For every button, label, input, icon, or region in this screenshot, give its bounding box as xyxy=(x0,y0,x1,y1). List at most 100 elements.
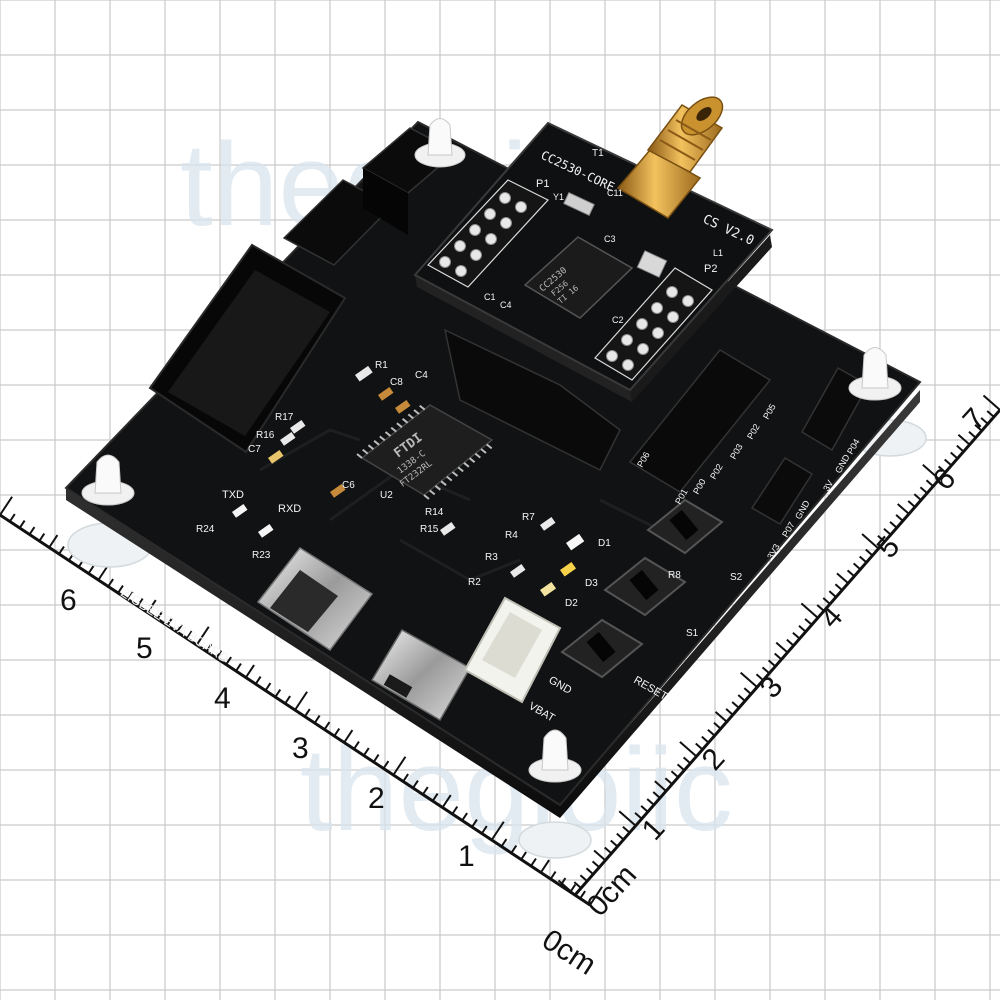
ruler-tick xyxy=(284,695,291,705)
ruler-tick xyxy=(877,534,886,543)
ic-leg xyxy=(356,453,363,459)
ruler-left-6: 6 xyxy=(60,584,77,617)
ruler-tick xyxy=(136,597,144,607)
ic-leg xyxy=(463,462,470,468)
ruler-tick xyxy=(731,701,740,709)
ruler-tick xyxy=(846,569,855,578)
core-header-p1 xyxy=(427,179,549,288)
ruler-tick xyxy=(676,763,685,772)
ruler-tick xyxy=(392,756,407,776)
ruler-tick xyxy=(616,832,625,841)
label-d2: D2 xyxy=(565,598,578,609)
button-s2[interactable] xyxy=(646,498,724,555)
ruler-tick xyxy=(761,666,770,675)
ruler-tick xyxy=(889,521,898,529)
ic-leg xyxy=(480,448,487,454)
ruler-tick xyxy=(557,879,576,896)
header-pin xyxy=(636,318,648,330)
ruler-tick xyxy=(679,741,698,758)
label-txd: TXD xyxy=(222,489,244,501)
label-r15: R15 xyxy=(420,524,439,535)
ftdi-chip: FTDI 1338-C FT232RL xyxy=(356,404,494,500)
standoff-right xyxy=(848,347,902,401)
tactile-buttons xyxy=(560,498,724,679)
ruler-tick xyxy=(852,562,862,571)
ruler-tick xyxy=(520,851,527,861)
nylon-standoffs xyxy=(81,118,902,783)
core-label-p2: P2 xyxy=(704,263,717,275)
header-pin xyxy=(622,359,634,371)
ic-leg xyxy=(446,475,453,482)
ic-leg xyxy=(440,480,447,486)
label-r23: R23 xyxy=(252,550,271,561)
ruler-tick xyxy=(471,818,478,828)
ruler-tick xyxy=(646,798,655,806)
header-pin xyxy=(682,295,694,307)
sma-antenna-connector xyxy=(616,96,724,219)
ruler-tick xyxy=(461,812,468,822)
header-pin xyxy=(455,265,467,277)
ruler-tick xyxy=(441,794,452,809)
ruler-tick xyxy=(725,708,734,716)
ruler-right-6: 6 xyxy=(927,462,963,496)
ruler-tick xyxy=(362,747,370,757)
ruler-tick xyxy=(510,844,518,854)
ruler-tick xyxy=(313,714,321,724)
ruler-tick xyxy=(579,874,588,882)
ruler-tick xyxy=(800,602,819,619)
ruler-tick xyxy=(539,859,550,874)
smd-components xyxy=(232,365,585,597)
ruler-tick xyxy=(828,590,837,598)
label-s1: S1 xyxy=(686,628,699,639)
label-u2: U2 xyxy=(380,490,393,501)
ruler-tick xyxy=(323,721,331,731)
button-reset[interactable] xyxy=(560,618,644,679)
ruler-tick xyxy=(117,584,124,594)
ruler-tick xyxy=(640,805,649,813)
ruler-tick xyxy=(185,630,193,640)
ruler-tick xyxy=(18,519,26,529)
ic-leg xyxy=(401,418,409,424)
ruler-tick xyxy=(865,548,874,557)
ic-leg xyxy=(396,422,403,428)
ruler-tick xyxy=(353,740,360,750)
ruler-tick xyxy=(48,534,59,549)
crystal-32mhz xyxy=(636,250,668,278)
ruler-tick xyxy=(816,604,825,612)
ic-leg xyxy=(407,413,414,420)
ruler-tick xyxy=(412,779,419,789)
mini-usb-port[interactable] xyxy=(256,546,374,652)
ic-leg xyxy=(423,494,430,500)
label-r24: R24 xyxy=(196,524,215,535)
ruler-tick xyxy=(244,664,255,679)
ruler-tick xyxy=(264,682,272,692)
ruler-tick xyxy=(382,760,390,770)
label-s2: S2 xyxy=(730,572,743,583)
ruler-tick xyxy=(775,641,789,654)
standoff-feet xyxy=(67,419,927,859)
ruler-right-origin: 0cm xyxy=(581,858,643,922)
ruler-tick xyxy=(176,623,183,633)
ruler-tick xyxy=(38,532,46,542)
ruler-tick xyxy=(585,867,594,875)
ruler-tick xyxy=(274,688,282,698)
ruler-tick xyxy=(402,773,409,783)
ruler-tick xyxy=(634,812,643,820)
ruler-tick xyxy=(883,528,892,536)
ruler-left-1: 1 xyxy=(458,840,475,873)
button-s1[interactable] xyxy=(603,556,687,617)
label-r1: R1 xyxy=(375,360,388,371)
ruler-tick xyxy=(205,643,213,653)
label-d1: D1 xyxy=(598,538,611,549)
core-label-c3: C3 xyxy=(604,234,616,244)
ruler-tick xyxy=(670,770,679,778)
ruler-tick xyxy=(480,825,488,835)
header-pin xyxy=(439,256,451,268)
ruler-left-origin: 0cm xyxy=(536,923,602,982)
ruler-right-3: 3 xyxy=(754,670,790,704)
ruler-tick xyxy=(343,729,354,744)
ruler-tick xyxy=(922,464,940,481)
label-r16: R16 xyxy=(256,430,275,441)
header-pin xyxy=(606,350,618,362)
ruler-tick xyxy=(0,496,13,516)
